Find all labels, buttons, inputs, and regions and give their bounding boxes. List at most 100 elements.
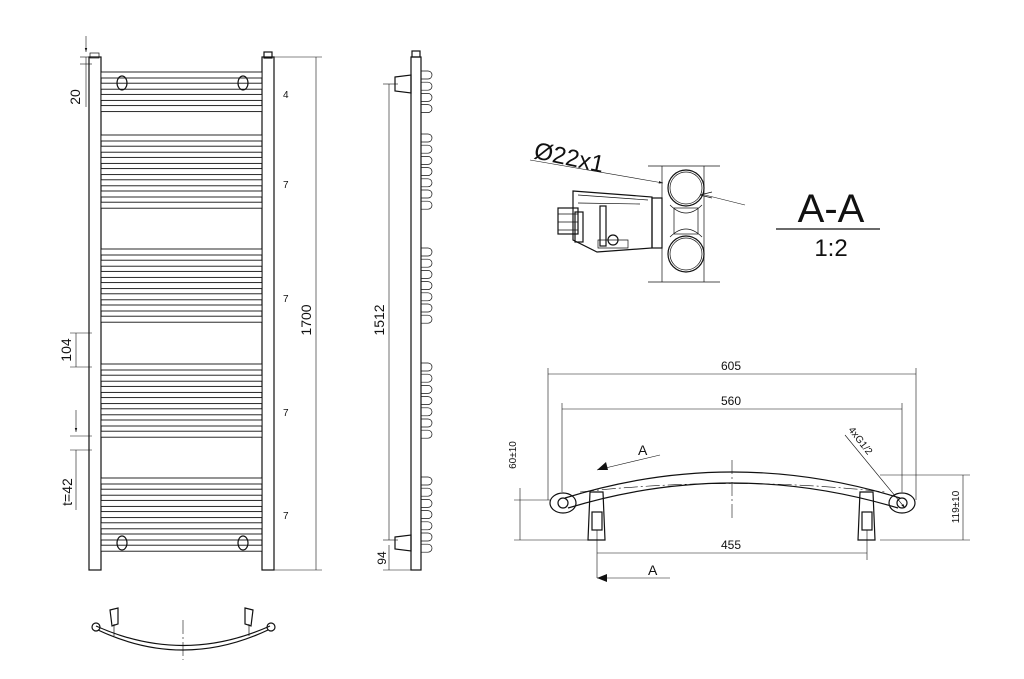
mount-hole-top-right	[237, 75, 249, 91]
mount-hole-bottom-left	[116, 535, 128, 551]
side-bar-end	[421, 144, 433, 154]
small-plan-end-right	[266, 622, 276, 632]
pipe-leader-line	[529, 159, 664, 184]
bracket-screw	[574, 211, 584, 243]
section-mark-top-arrow	[597, 462, 608, 470]
bracket-base	[597, 239, 629, 249]
dim-height-label: 1700	[298, 304, 314, 335]
left-collector	[88, 56, 102, 571]
side-bar-end	[421, 247, 433, 257]
tube-top-inner	[669, 171, 703, 205]
left-top-cap	[89, 52, 100, 59]
horizontal-bar	[100, 397, 263, 405]
tube-bottom-inner	[669, 237, 703, 271]
pipe-label: Ø22x1	[532, 137, 607, 178]
plan-curve-inner	[567, 482, 899, 509]
side-bar-end	[421, 70, 433, 80]
horizontal-bar	[100, 293, 263, 301]
horizontal-bar	[100, 533, 263, 541]
bracket-plate	[651, 197, 663, 249]
side-bar-end	[421, 303, 433, 313]
horizontal-bar	[100, 304, 263, 312]
dim-455-label: 455	[721, 538, 741, 552]
group-count-3: 7	[283, 294, 289, 305]
dim-top-label: 20	[67, 89, 83, 105]
section-mark-top-line	[596, 454, 661, 471]
plan-curve-center	[579, 483, 886, 493]
side-bar-end	[421, 373, 433, 383]
group-count-4: 7	[283, 408, 289, 419]
side-bar-end	[421, 156, 433, 165]
pipe-leader-right	[704, 194, 746, 206]
group-count-1: 4	[283, 90, 289, 101]
dim-side-height-label: 1512	[371, 304, 387, 335]
side-bar-end	[421, 292, 433, 302]
horizontal-bar	[100, 488, 263, 496]
section-mark-bottom: A	[648, 562, 658, 578]
plan-end-left-hole	[557, 497, 569, 509]
mount-hole-top-left	[116, 75, 128, 91]
mount-hole-bottom-right	[237, 535, 249, 551]
side-wall-bracket-bottom	[394, 534, 412, 552]
horizontal-bar	[100, 179, 263, 187]
horizontal-bar	[100, 259, 263, 267]
right-collector	[261, 56, 275, 571]
side-bar-end	[421, 270, 433, 279]
horizontal-bar	[100, 248, 263, 256]
side-bar-end	[421, 418, 433, 428]
side-bar-end	[421, 429, 433, 439]
side-collector	[410, 56, 422, 571]
dim-60-label: 60±10	[508, 441, 519, 469]
horizontal-bar	[100, 477, 263, 485]
tube-bottom	[667, 235, 705, 273]
dim-560-label: 560	[721, 394, 741, 408]
side-bar-end	[421, 81, 433, 91]
side-bar-end	[421, 104, 433, 113]
horizontal-bar	[100, 270, 263, 278]
side-bar-end	[421, 476, 433, 486]
plan-end-right-hole	[896, 497, 908, 509]
side-bar-end	[421, 543, 433, 553]
side-bar-end	[421, 314, 433, 324]
plan-valve-left	[587, 491, 606, 541]
group-count-2: 7	[283, 180, 289, 191]
side-bar-end	[421, 499, 433, 508]
dim-tube-label: t=42	[59, 478, 75, 506]
horizontal-bar	[100, 363, 263, 371]
tube-joint	[669, 204, 703, 238]
side-bar-end	[421, 362, 433, 372]
bracket-body	[572, 190, 653, 253]
horizontal-bar	[100, 190, 263, 198]
pipe-arrow-right	[699, 191, 713, 199]
horizontal-bar	[100, 385, 263, 393]
horizontal-bar	[100, 145, 263, 153]
side-view: 1512 94	[371, 50, 433, 571]
dim-119-label: 119±10	[951, 490, 962, 523]
bracket-clamp	[599, 205, 607, 247]
horizontal-bar	[100, 408, 263, 416]
small-plan-end-left	[91, 622, 101, 632]
horizontal-bar	[100, 522, 263, 530]
horizontal-bar	[100, 82, 263, 90]
tube-connector	[673, 207, 699, 235]
side-bar-end	[421, 258, 433, 268]
side-bar-end	[421, 510, 433, 519]
section-a-a: Ø22x1 A-A 1:2	[529, 137, 880, 283]
section-mark-top: A	[638, 442, 648, 458]
horizontal-bar	[100, 430, 263, 438]
section-scale: 1:2	[814, 235, 847, 262]
thread-leader	[844, 434, 906, 509]
horizontal-bar	[100, 93, 263, 101]
side-bar-end	[421, 532, 433, 542]
horizontal-bar	[100, 105, 263, 113]
small-plan-valve-left	[109, 607, 119, 627]
side-bar-end	[421, 189, 433, 199]
wall-plug	[557, 207, 579, 235]
horizontal-bar	[100, 511, 263, 519]
dim-side-bottom-label: 94	[375, 551, 389, 565]
side-wall-bracket-top	[394, 74, 412, 94]
horizontal-bars	[100, 71, 263, 552]
horizontal-bar	[100, 168, 263, 176]
horizontal-bar	[100, 544, 263, 552]
side-top-cap	[411, 50, 421, 58]
